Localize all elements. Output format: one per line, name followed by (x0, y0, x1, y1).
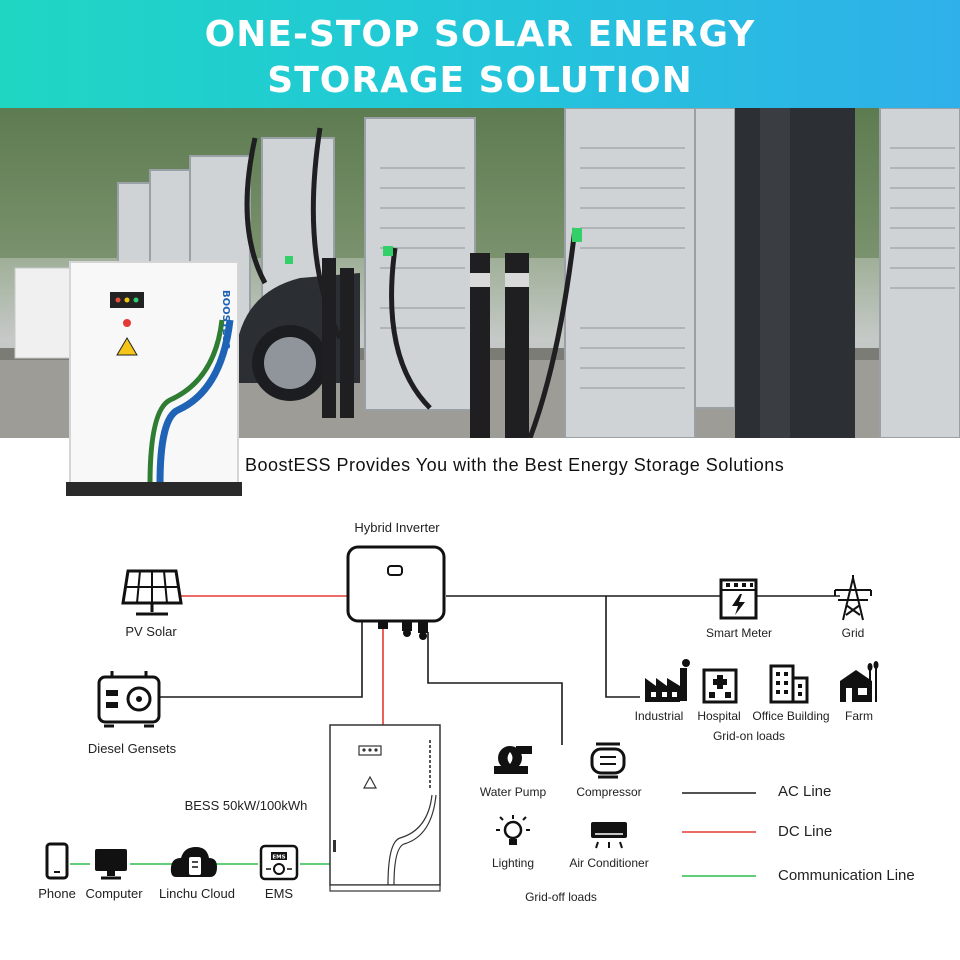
hospital-icon (702, 668, 738, 704)
banner-title-line1: ONE-STOP SOLAR ENERGY (204, 14, 756, 55)
grid-on-load-farm-label: Farm (845, 709, 873, 723)
banner-title-line2: STORAGE SOLUTION (267, 60, 693, 101)
brand-label: BOOSTESS (220, 290, 231, 349)
bess-label: BESS 50kW/100kWh (184, 798, 308, 813)
grid-off-load-air-conditioner-label: Air Conditioner (569, 856, 649, 870)
header-banner: ONE-STOP SOLAR ENERGY STORAGE SOLUTION (0, 0, 960, 108)
grid-on-load-office-building-label: Office Building (752, 709, 830, 723)
grid-on-load-industrial-label: Industrial (634, 709, 684, 723)
grid-on-load-hospital-label: Hospital (697, 709, 741, 723)
smart-meter-icon (719, 578, 758, 620)
hybrid-inverter-label: Hybrid Inverter (354, 520, 440, 535)
industrial-icon (645, 659, 690, 702)
ac-line-grid-off-loads (427, 632, 563, 745)
legend-dc-line-label: DC Line (778, 823, 833, 840)
grid-off-load-water-pump-label: Water Pump (479, 785, 547, 799)
grid-off-loads-title: Grid-off loads (525, 890, 597, 904)
smart-meter-label: Smart Meter (705, 626, 773, 640)
tagline: BoostESS Provides You with the Best Ener… (245, 455, 785, 475)
computer-icon (95, 849, 127, 880)
ac-line-diesel (160, 620, 363, 698)
grid-label: Grid (841, 626, 865, 640)
phone-icon (45, 842, 69, 880)
bess-cabinet-icon (329, 724, 441, 892)
comm-computer-label: Computer (85, 886, 143, 901)
diesel-gensets-label: Diesel Gensets (87, 741, 177, 756)
bess-cabinet-photo: BOOSTESS (14, 261, 242, 496)
banner-title: ONE-STOP SOLAR ENERGY STORAGE SOLUTION (0, 12, 960, 104)
cloud-icon (170, 847, 217, 877)
farm-icon (840, 661, 879, 702)
comm-phone-label: Phone (38, 886, 76, 901)
grid-tower-icon (834, 575, 872, 621)
compressor-icon (590, 742, 626, 779)
pv-solar-label: PV Solar (125, 624, 177, 639)
ems-icon-text: EMS (272, 855, 285, 861)
office-building-icon (769, 664, 809, 704)
grid-on-loads-title: Grid-on loads (712, 729, 786, 743)
air-conditioner-icon (591, 822, 627, 849)
ac-line-grid-on-loads (605, 596, 640, 698)
pv-solar-icon (121, 569, 183, 616)
comm-linchu-cloud-label: Linchu Cloud (159, 886, 235, 901)
grid-off-load-lighting-label: Lighting (491, 856, 535, 870)
grid-off-load-compressor-label: Compressor (576, 785, 642, 799)
hybrid-inverter-icon (346, 545, 446, 640)
legend-communication-line-label: Communication Line (778, 867, 915, 884)
water-pump-icon (494, 746, 532, 774)
diesel-genset-icon (97, 671, 161, 728)
lighting-icon (496, 815, 530, 845)
comm-ems-label: EMS (264, 886, 294, 901)
ems-icon: EMS (259, 844, 299, 881)
legend-ac-line-label: AC Line (778, 783, 832, 800)
